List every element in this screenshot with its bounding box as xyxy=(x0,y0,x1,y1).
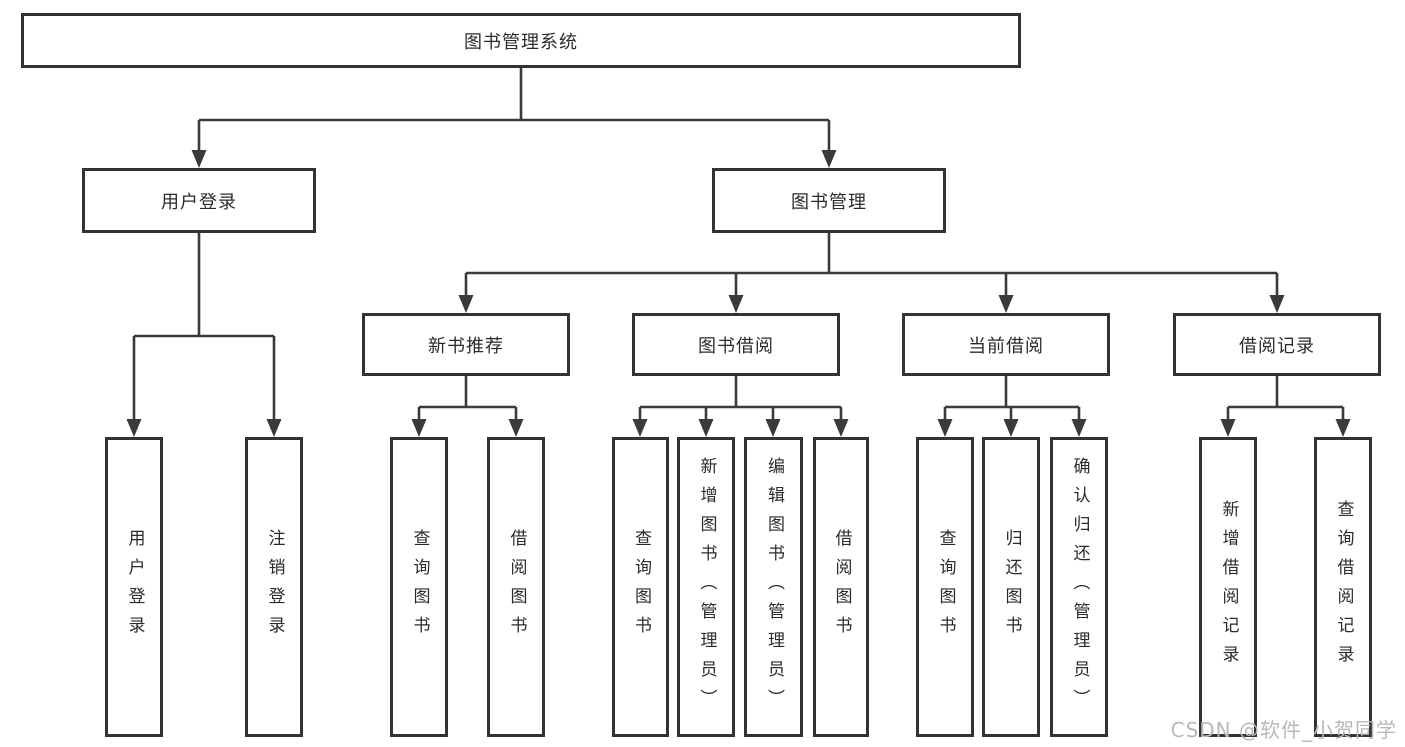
leaf-bb-borrow-books: 借阅图书 xyxy=(813,437,869,737)
node-book-borrowing: 图书借阅 xyxy=(632,313,840,376)
watermark-text: CSDN @软件_小贺同学 xyxy=(1170,718,1397,742)
leaf-cb-query-books: 查询图书 xyxy=(916,437,974,737)
leaf-nbr-borrow-books-label: 借阅图书 xyxy=(506,529,527,645)
leaf-bb-add-books-admin-label: 新增图书（管理员） xyxy=(696,456,717,718)
leaf-cb-return-books: 归还图书 xyxy=(982,437,1040,737)
leaf-nbr-borrow-books: 借阅图书 xyxy=(487,437,545,737)
node-new-book-recommend-label: 新书推荐 xyxy=(428,335,504,357)
leaf-bb-borrow-books-label: 借阅图书 xyxy=(831,529,852,645)
node-user-login: 用户登录 xyxy=(82,168,316,233)
leaf-cb-query-books-label: 查询图书 xyxy=(935,529,956,645)
leaf-cb-return-books-label: 归还图书 xyxy=(1001,529,1022,645)
node-borrowing-records: 借阅记录 xyxy=(1173,313,1381,376)
leaf-cb-confirm-return-admin-label: 确认归还（管理员） xyxy=(1069,456,1090,718)
leaf-nbr-query-books: 查询图书 xyxy=(390,437,448,737)
leaf-br-add-record-label: 新增借阅记录 xyxy=(1218,500,1239,674)
node-book-borrowing-label: 图书借阅 xyxy=(698,335,774,357)
leaf-cb-confirm-return-admin: 确认归还（管理员） xyxy=(1050,437,1108,737)
leaf-br-query-record-label: 查询借阅记录 xyxy=(1333,500,1354,674)
node-book-management: 图书管理 xyxy=(712,168,946,233)
leaf-logout-label: 注销登录 xyxy=(264,529,285,645)
leaf-bb-query-books-label: 查询图书 xyxy=(631,529,651,645)
leaf-br-add-record: 新增借阅记录 xyxy=(1199,437,1257,737)
leaf-bb-add-books-admin: 新增图书（管理员） xyxy=(677,437,735,737)
node-current-borrowing-label: 当前借阅 xyxy=(968,335,1044,357)
node-current-borrowing: 当前借阅 xyxy=(902,313,1110,376)
node-user-login-label: 用户登录 xyxy=(161,191,237,213)
node-root: 图书管理系统 xyxy=(21,13,1021,68)
node-borrowing-records-label: 借阅记录 xyxy=(1239,335,1315,357)
leaf-bb-query-books: 查询图书 xyxy=(612,437,669,737)
leaf-bb-edit-books-admin-label: 编辑图书（管理员） xyxy=(764,456,784,718)
node-book-management-label: 图书管理 xyxy=(791,191,867,213)
leaf-logout: 注销登录 xyxy=(245,437,303,737)
leaf-user-login-label: 用户登录 xyxy=(124,529,145,645)
leaf-nbr-query-books-label: 查询图书 xyxy=(409,529,430,645)
node-new-book-recommend: 新书推荐 xyxy=(362,313,570,376)
node-root-label: 图书管理系统 xyxy=(464,31,578,53)
leaf-br-query-record: 查询借阅记录 xyxy=(1314,437,1372,737)
leaf-user-login: 用户登录 xyxy=(105,437,163,737)
leaf-bb-edit-books-admin: 编辑图书（管理员） xyxy=(744,437,803,737)
